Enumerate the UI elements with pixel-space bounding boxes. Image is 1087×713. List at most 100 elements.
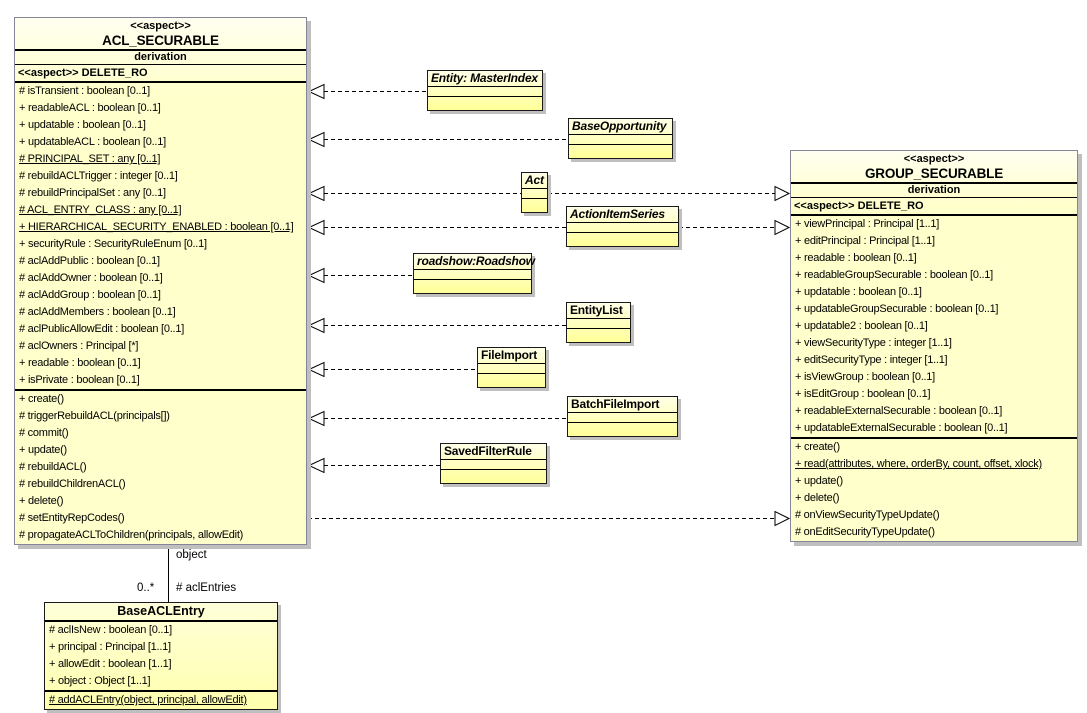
member-row: + updatableExternalSecurable : boolean […: [795, 422, 1008, 434]
class-name: BaseACLEntry: [45, 603, 277, 622]
realization-lines: [308, 91, 775, 519]
stereotype-label: <<aspect>>: [903, 153, 965, 165]
class-name: Entity: MasterIndex: [428, 71, 542, 87]
class-header: <<aspect>> GROUP_SECURABLE: [791, 151, 1077, 184]
class-box-actionitemseries[interactable]: ActionItemSeries: [566, 206, 679, 247]
member-row: + object : Object [1..1]: [49, 675, 151, 687]
member-row: + updatable2 : boolean [0..1]: [795, 320, 928, 332]
member-row: # ACL_ENTRY_CLASS : any [0..1]: [19, 204, 182, 216]
class-name: FileImport: [478, 348, 545, 364]
member-row: # aclAddOwner : boolean [0..1]: [19, 272, 163, 284]
operations-compartment: [568, 423, 677, 436]
member-row: # aclPublicAllowEdit : boolean [0..1]: [19, 323, 185, 335]
realization-arrowheads: [307, 83, 791, 527]
member-row: + HIERARCHICAL_SECURITY_ENABLED : boolea…: [19, 221, 294, 233]
member-row: + isPrivate : boolean [0..1]: [19, 374, 140, 386]
class-box-baseaclentry[interactable]: BaseACLEntry # aclIsNew : boolean [0..1]…: [44, 602, 278, 710]
arrowhead-left-icon: [307, 185, 325, 202]
member-row: # isTransient : boolean [0..1]: [19, 85, 150, 97]
member-row: + update(): [795, 475, 843, 487]
association-role-object: object: [176, 549, 207, 561]
member-row: # addACLEntry(object, principal, allowEd…: [49, 694, 247, 706]
member-row: + create(): [19, 393, 64, 405]
arrowhead-left-icon: [307, 317, 325, 334]
class-box-entitylist[interactable]: EntityList: [566, 302, 631, 343]
member-row: + delete(): [19, 495, 64, 507]
class-box-batchfileimport[interactable]: BatchFileImport: [567, 396, 678, 437]
member-row: + allowEdit : boolean [1..1]: [49, 658, 172, 670]
operations-compartment: [478, 374, 545, 387]
member-row: + securityRule : SecurityRuleEnum [0..1]: [19, 238, 207, 250]
member-row: + updatableACL : boolean [0..1]: [19, 136, 166, 148]
class-name: EntityList: [567, 303, 630, 319]
member-row: + readableGroupSecurable : boolean [0..1…: [795, 269, 993, 281]
arrowhead-left-icon: [307, 410, 325, 427]
class-box-fileimport[interactable]: FileImport: [477, 347, 546, 388]
association-multiplicity: 0..*: [137, 582, 155, 594]
attributes-compartment: [567, 223, 678, 233]
class-box-baseopportunity[interactable]: BaseOpportunity: [568, 118, 673, 159]
operations-compartment: [428, 97, 542, 110]
class-box-roadshow[interactable]: roadshow:Roadshow: [413, 253, 535, 294]
member-row: + create(): [795, 441, 840, 453]
delete-ro-stereotype: <<aspect>> DELETE_RO: [791, 198, 1077, 216]
attributes-compartment: [414, 270, 531, 280]
member-row: + updatableGroupSecurable : boolean [0..…: [795, 303, 999, 315]
operations-compartment: [441, 470, 546, 483]
attributes-compartment: [478, 364, 545, 374]
attributes-compartment: [522, 189, 547, 199]
operations-compartment: [567, 329, 630, 342]
arrowhead-left-icon: [307, 83, 325, 100]
class-name: SavedFilterRule: [441, 444, 546, 460]
acl-attributes: # isTransient : boolean [0..1]+ readable…: [15, 83, 306, 391]
operations-compartment: [414, 280, 531, 293]
member-row: # aclAddGroup : boolean [0..1]: [19, 289, 161, 301]
class-name: GROUP_SECURABLE: [864, 166, 1004, 181]
attributes-compartment: [569, 135, 672, 145]
arrowhead-right-icon: [774, 185, 791, 202]
operations-compartment: [567, 233, 678, 246]
class-name: ACL_SECURABLE: [102, 33, 219, 48]
member-row: # onEditSecurityTypeUpdate(): [795, 526, 935, 538]
class-box-savedfilterrule[interactable]: SavedFilterRule: [440, 443, 547, 484]
member-row: # commit(): [19, 427, 69, 439]
member-row: + viewSecurityType : integer [1..1]: [795, 337, 952, 349]
member-row: + isViewGroup : boolean [0..1]: [795, 371, 935, 383]
member-row: # rebuildACL(): [19, 461, 87, 473]
group-operations: + create() + read(attributes, where, orde…: [791, 439, 1077, 541]
class-box-entity-masterindex[interactable]: Entity: MasterIndex: [427, 70, 543, 111]
member-row: + editPrincipal : Principal [1..1]: [795, 235, 935, 247]
member-row: # PRINCIPAL_SET : any [0..1]: [19, 153, 161, 165]
attributes-compartment: [428, 87, 542, 97]
class-header: <<aspect>> ACL_SECURABLE: [15, 18, 306, 51]
derivation-label: derivation: [791, 184, 1077, 198]
member-row: # rebuildACLTrigger : integer [0..1]: [19, 170, 178, 182]
member-row: # triggerRebuildACL(principals[]): [19, 410, 170, 422]
member-row: # setEntityRepCodes(): [19, 512, 125, 524]
member-row: + readableExternalSecurable : boolean [0…: [795, 405, 1003, 417]
member-row: + delete(): [795, 492, 840, 504]
attributes-compartment: [441, 460, 546, 470]
member-row: + read(attributes, where, orderBy, count…: [795, 458, 1042, 470]
class-box-act[interactable]: Act: [521, 172, 548, 213]
class-box-acl-securable[interactable]: <<aspect>> ACL_SECURABLE derivation <<as…: [14, 17, 307, 545]
member-row: + updatable : boolean [0..1]: [795, 286, 922, 298]
member-row: # aclOwners : Principal [*]: [19, 340, 139, 352]
class-name: BatchFileImport: [568, 397, 677, 413]
member-row: # rebuildPrincipalSet : any [0..1]: [19, 187, 166, 199]
baseaclentry-operations: # addACLEntry(object, principal, allowEd…: [45, 692, 277, 709]
arrowhead-left-icon: [307, 219, 325, 236]
member-row: # aclAddMembers : boolean [0..1]: [19, 306, 176, 318]
member-row: + principal : Principal [1..1]: [49, 641, 171, 653]
member-row: + editSecurityType : integer [1..1]: [795, 354, 948, 366]
class-name: roadshow:Roadshow: [414, 254, 535, 270]
arrowhead-left-icon: [307, 361, 325, 378]
operations-compartment: [569, 145, 672, 158]
member-row: # onViewSecurityTypeUpdate(): [795, 509, 940, 521]
arrowhead-right-icon: [774, 510, 791, 527]
attributes-compartment: [568, 413, 677, 423]
class-box-group-securable[interactable]: <<aspect>> GROUP_SECURABLE derivation <<…: [790, 150, 1078, 542]
member-row: + isEditGroup : boolean [0..1]: [795, 388, 931, 400]
